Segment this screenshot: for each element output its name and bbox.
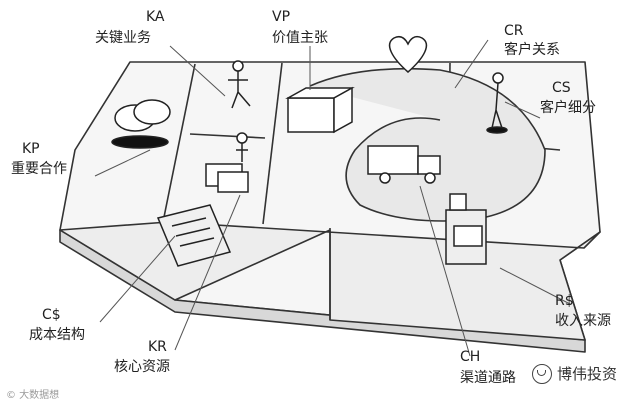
customer-icon (492, 72, 504, 84)
leader-cs (504, 101, 541, 119)
truck-icon (367, 145, 419, 175)
divider-ka-kr (189, 133, 266, 139)
worker-icon (232, 60, 244, 72)
block-code-cs: CS (552, 80, 571, 96)
block-name-cost: 成本结构 (29, 327, 85, 343)
leader-rev (499, 267, 571, 305)
leader-ch (419, 185, 471, 357)
block-name-cs: 客户细分 (540, 100, 596, 116)
gift-box-icon (287, 97, 335, 133)
block-name-vp: 价值主张 (272, 30, 328, 46)
block-code-rev: R$ (555, 293, 574, 309)
block-name-cr: 客户关系 (504, 42, 560, 58)
leader-cost (99, 235, 176, 323)
illustration-marks (111, 35, 508, 267)
divider-kp-ka (162, 63, 196, 223)
leader-ka (169, 45, 226, 97)
brand-name: 博伟投资 (557, 365, 618, 383)
leader-kr (174, 194, 241, 351)
leader-cr (454, 39, 489, 89)
block-code-ch: CH (460, 349, 481, 365)
channel-ramp (309, 67, 546, 222)
watermark: © 大数据想 (6, 390, 60, 401)
block-code-kr: KR (148, 339, 167, 355)
block-code-cr: CR (504, 23, 524, 39)
block-name-kr: 核心资源 (114, 359, 170, 375)
block-code-cost: C$ (42, 307, 61, 323)
block-code-vp: VP (272, 9, 291, 25)
block-name-ch: 渠道通路 (460, 370, 516, 386)
leader-kp (94, 149, 151, 177)
divider-ka-vp (262, 62, 283, 225)
document-icon (156, 204, 232, 267)
wechat-icon (532, 363, 552, 384)
block-name-rev: 收入来源 (555, 313, 611, 329)
block-code-kp: KP (22, 141, 40, 157)
block-name-kp: 重要合作 (11, 161, 67, 177)
brand-badge: 博伟投资 (532, 363, 617, 384)
block-code-ka: KA (146, 9, 165, 25)
person-icon (236, 132, 248, 144)
leader-lines (94, 39, 571, 357)
block-name-ka: 关键业务 (95, 30, 151, 46)
heart-icon (388, 35, 428, 73)
